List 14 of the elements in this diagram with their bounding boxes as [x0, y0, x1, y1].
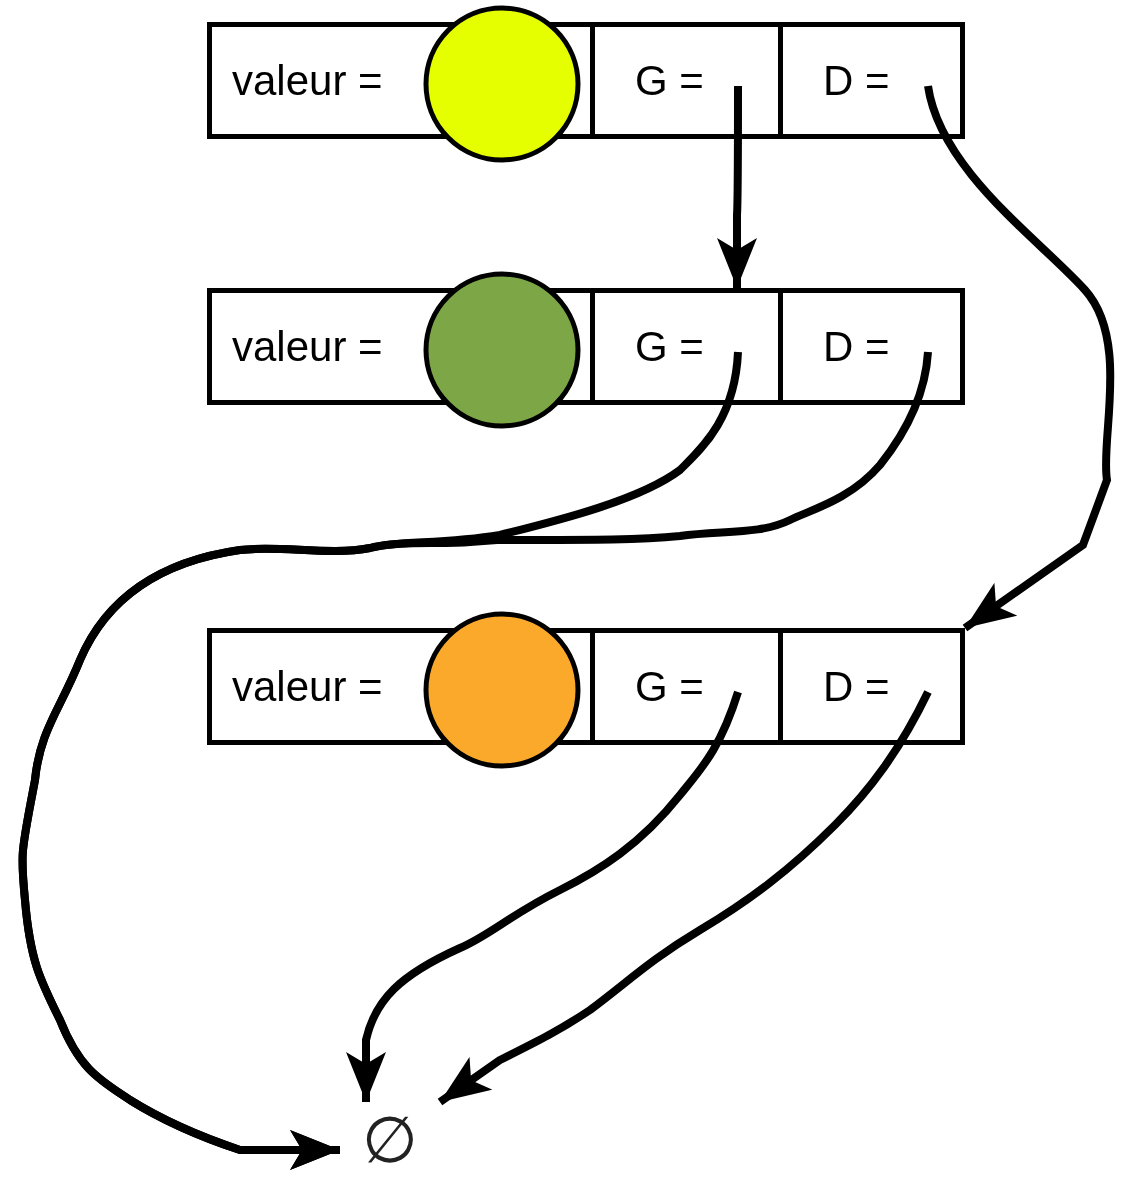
arrow [717, 86, 757, 288]
field-cell: D = [778, 293, 968, 400]
arrow [924, 85, 1115, 632]
field-cell: D = [778, 27, 968, 134]
arrow [18, 351, 932, 1170]
arrow [437, 690, 932, 1106]
field-cell: valeur = [212, 633, 590, 740]
field-cell: G = [590, 293, 778, 400]
field-cell: D = [778, 633, 968, 740]
empty-set-symbol: ∅ [340, 1102, 440, 1177]
field-cell: valeur = [212, 27, 590, 134]
field-cell: G = [590, 27, 778, 134]
field-cell: valeur = [212, 293, 590, 400]
field-cell: G = [590, 633, 778, 740]
